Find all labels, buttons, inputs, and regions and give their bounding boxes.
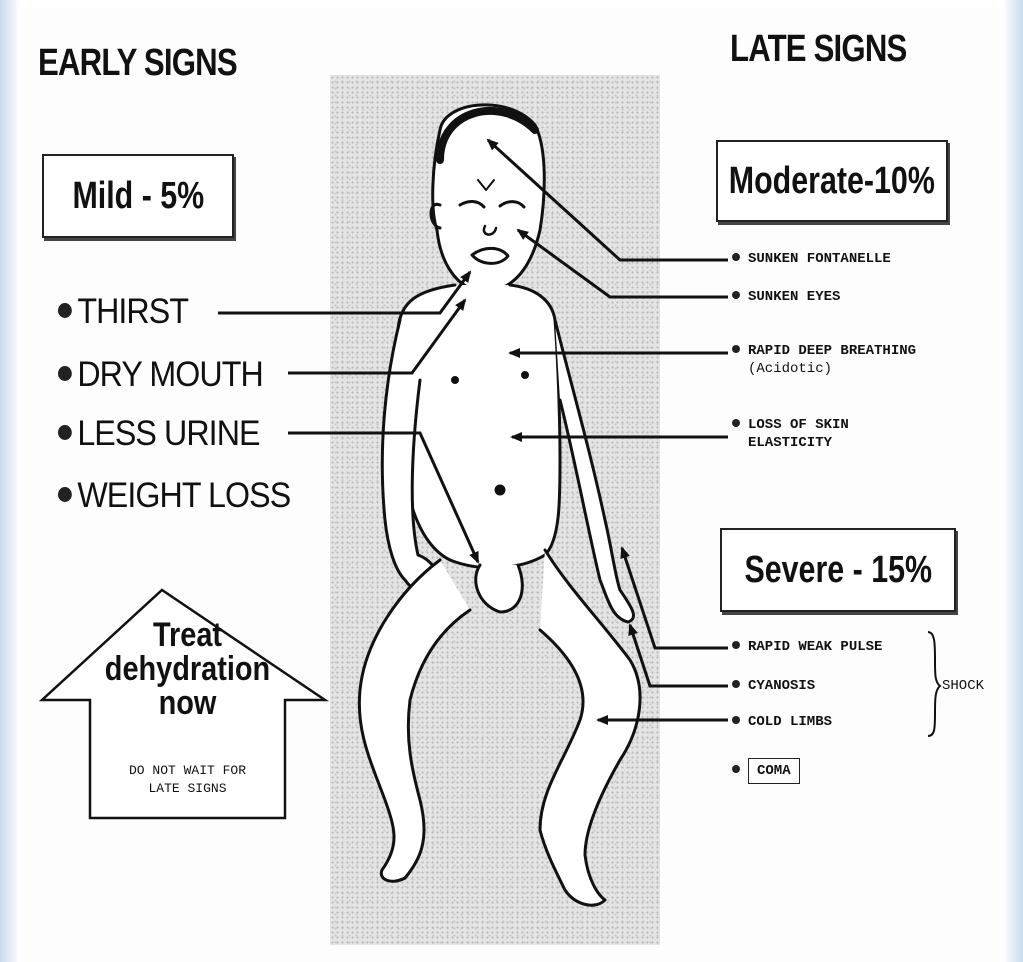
child-torso (396, 285, 560, 568)
arrow-cyanosis (630, 625, 728, 686)
shock-brace (928, 632, 940, 736)
child-arm-right (555, 320, 633, 622)
child-mouth (472, 248, 508, 263)
treat-now-callout: Treat dehydration now (105, 618, 271, 720)
treat-note-line-2: LATE SIGNS (90, 780, 285, 798)
treat-note-line-1: DO NOT WAIT FOR (90, 762, 285, 780)
treat-line-3: now (105, 686, 271, 720)
arrow-rapid-weak-pulse (622, 548, 728, 648)
treat-note: DO NOT WAIT FOR LATE SIGNS (90, 762, 285, 798)
child-figure (359, 105, 640, 905)
treat-line-2: dehydration (105, 652, 271, 686)
child-diaper-area (476, 565, 523, 612)
treat-line-1: Treat (105, 618, 271, 652)
child-leg-left (359, 560, 470, 881)
arrow-sunken-eyes (518, 230, 728, 297)
